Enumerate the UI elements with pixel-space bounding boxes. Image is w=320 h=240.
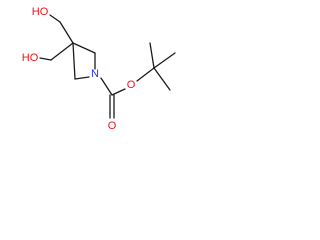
ester-oxygen-label: O (127, 79, 136, 91)
structure-diagram: HO HO N O O (22, 6, 176, 132)
bond-c3-c4 (72, 42, 96, 54)
bond-c3-ch2-top (59, 21, 74, 44)
bond-c2-c3 (72, 42, 76, 80)
carbonyl-oxygen-label: O (108, 120, 117, 132)
bond-tbu-methyl-1 (149, 42, 155, 69)
bond-ch2-left-oh (39, 57, 52, 61)
bond-n-c2 (74, 76, 90, 80)
bond-ch2-top-oh (49, 14, 61, 23)
hydroxyl-label-top: HO (32, 6, 49, 18)
bond-carbonyl-ester-o (111, 88, 126, 96)
nitrogen-label: N (91, 68, 99, 80)
bond-tbu-methyl-3 (153, 67, 171, 91)
bond-c3-ch2-left (50, 42, 74, 61)
bond-n-carbonyl (100, 77, 113, 96)
hydroxyl-label-left: HO (22, 52, 39, 64)
bond-ester-o-tbu (136, 67, 155, 82)
bond-tbu-methyl-2 (153, 52, 176, 69)
